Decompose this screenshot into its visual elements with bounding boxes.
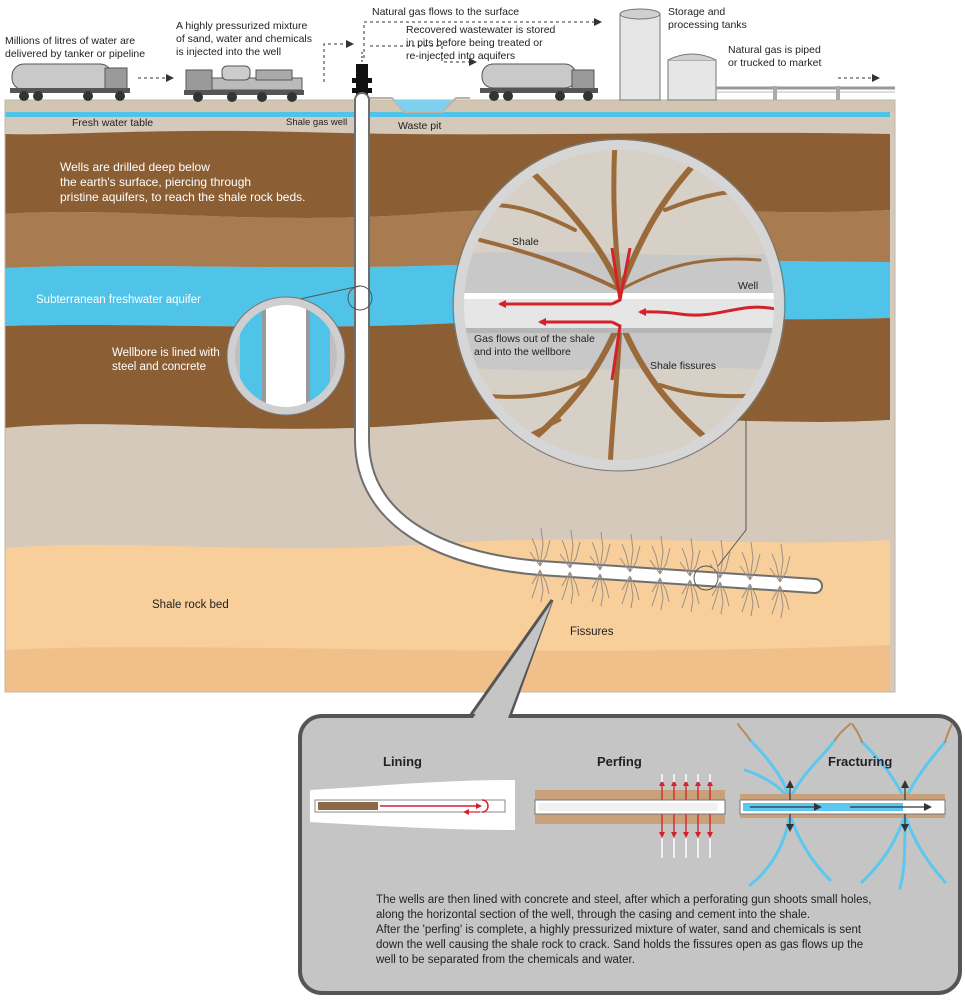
fresh-water-table — [5, 112, 890, 117]
process-detail-box — [298, 599, 962, 995]
label-mixture-injected: A highly pressurized mixture of sand, wa… — [176, 20, 312, 58]
label-shale-fissures: Shale fissures — [650, 360, 716, 372]
shale-well-magnifier — [452, 138, 786, 472]
label-shale-rock-bed: Shale rock bed — [152, 599, 229, 611]
label-gas-flows-out: Gas flows out of the shale and into the … — [474, 333, 595, 358]
label-waste-pit: Waste pit — [398, 120, 442, 132]
label-gas-flows-surface: Natural gas flows to the surface — [372, 6, 520, 18]
fissure-cluster — [529, 527, 791, 619]
pump-truck — [184, 65, 304, 102]
wellbore-lining-magnifier — [226, 296, 346, 416]
label-shale: Shale — [512, 236, 539, 248]
label-fresh-water-table: Fresh water table — [72, 117, 154, 129]
label-well: Well — [738, 280, 759, 292]
fracturing-illustration — [737, 723, 953, 890]
waste-pit — [394, 100, 452, 112]
process-caption: The wells are then lined with concrete a… — [376, 894, 872, 966]
storage-tanks — [619, 8, 717, 101]
label-wellbore-lined: Wellbore is lined with steel and concret… — [112, 347, 220, 373]
label-aquifer: Subterranean freshwater aquifer — [36, 294, 201, 306]
label-shale-gas-well: Shale gas well — [286, 117, 348, 128]
label-water-delivery: Millions of litres of water are delivere… — [5, 35, 146, 60]
label-wastewater: Recovered wastewater is stored in pits b… — [406, 24, 556, 62]
gas-pipeline — [716, 86, 895, 100]
label-storage-tanks: Storage and processing tanks — [668, 6, 747, 31]
well-head — [352, 50, 372, 100]
label-fissures: Fissures — [570, 626, 614, 638]
wastewater-truck — [480, 63, 598, 101]
lining-illustration — [310, 780, 515, 830]
label-wells-drilled: Wells are drilled deep below the earth's… — [60, 160, 306, 204]
water-tanker-truck — [10, 63, 130, 101]
label-gas-piped: Natural gas is piped or trucked to marke… — [728, 44, 822, 69]
stage-perfing-title: Perfing — [597, 754, 642, 769]
stage-lining-title: Lining — [383, 754, 422, 769]
stage-fracturing-title: Fracturing — [828, 754, 893, 769]
perfing-illustration — [534, 774, 726, 858]
rock-layer-4 — [5, 417, 890, 549]
surface-layer — [5, 100, 895, 112]
